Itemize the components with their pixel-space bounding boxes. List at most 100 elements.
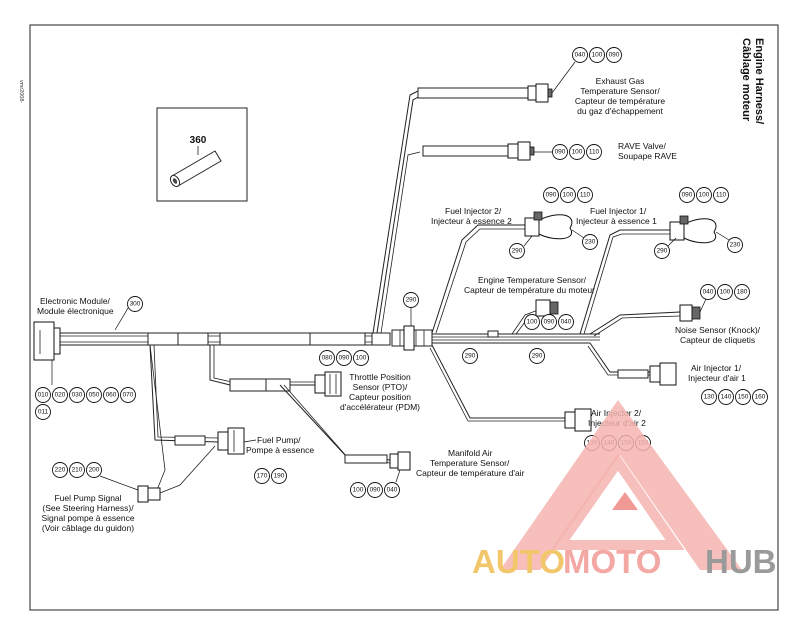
svg-text:(See Steering Harness)/: (See Steering Harness)/ <box>42 503 134 513</box>
svg-text:Injecteur d'air 1: Injecteur d'air 1 <box>688 373 746 383</box>
svg-text:230: 230 <box>585 239 596 246</box>
svg-text:040: 040 <box>703 289 714 296</box>
svg-text:090: 090 <box>544 319 555 326</box>
svg-text:110: 110 <box>589 149 600 156</box>
svg-text:Fuel Pump Signal: Fuel Pump Signal <box>54 493 121 503</box>
svg-text:Noise Sensor (Knock)/: Noise Sensor (Knock)/ <box>675 325 761 335</box>
svg-text:180: 180 <box>737 289 748 296</box>
svg-text:040: 040 <box>387 487 398 494</box>
svg-text:(Voir câblage du guidon): (Voir câblage du guidon) <box>42 523 134 533</box>
svg-text:210: 210 <box>72 467 83 474</box>
svg-text:230: 230 <box>730 242 741 249</box>
svg-text:Engine Temperature Sensor/: Engine Temperature Sensor/ <box>478 275 587 285</box>
exhaust-pins: 040 100 090 <box>572 47 622 63</box>
svg-text:011: 011 <box>38 409 49 416</box>
air-injector-2-connector <box>564 408 592 432</box>
svg-text:090: 090 <box>682 192 693 199</box>
watermark-text: AUTO MOTO HUB <box>472 543 777 580</box>
svg-text:090: 090 <box>609 52 620 59</box>
rave-connector <box>507 141 535 161</box>
svg-text:030: 030 <box>72 392 83 399</box>
svg-text:100: 100 <box>699 192 710 199</box>
svg-text:010: 010 <box>38 392 49 399</box>
air-injector-1-pins: 130 140 150 160 <box>701 389 768 405</box>
svg-text:090: 090 <box>339 355 350 362</box>
svg-text:110: 110 <box>716 192 727 199</box>
svg-text:200: 200 <box>89 467 100 474</box>
svg-text:290: 290 <box>465 353 476 360</box>
svg-text:070: 070 <box>123 392 134 399</box>
engine-temp-connector <box>535 299 559 317</box>
svg-text:100: 100 <box>353 487 364 494</box>
rave-pins: 090 100 110 <box>534 144 602 160</box>
svg-text:040: 040 <box>561 319 572 326</box>
svg-text:MOTO: MOTO <box>563 543 661 580</box>
svg-text:Exhaust Gas: Exhaust Gas <box>596 76 645 86</box>
diagram-title: Engine Harness/ Câblage moteur <box>740 38 765 124</box>
svg-text:Throttle Position: Throttle Position <box>349 372 411 382</box>
air-injector-1-connector <box>649 362 677 386</box>
svg-text:090: 090 <box>370 487 381 494</box>
fuel-injector-1-label: Fuel Injector 1/ Injecteur à essence 1 <box>576 206 657 226</box>
svg-text:du gaz d'échappement: du gaz d'échappement <box>577 106 663 116</box>
svg-text:Air Injector 1/: Air Injector 1/ <box>691 363 742 373</box>
fps-label: Fuel Pump Signal (See Steering Harness)/… <box>41 493 134 533</box>
svg-text:100: 100 <box>572 149 583 156</box>
svg-text:090: 090 <box>546 192 557 199</box>
svg-text:100: 100 <box>563 192 574 199</box>
fuel-pump-connector <box>217 427 245 455</box>
svg-text:170: 170 <box>257 473 268 480</box>
svg-text:Temperature Sensor/: Temperature Sensor/ <box>430 458 510 468</box>
engine-temp-pins: 100 090 040 <box>524 314 574 330</box>
svg-text:140: 140 <box>721 394 732 401</box>
knock-sensor-label: Noise Sensor (Knock)/ Capteur de cliquet… <box>675 325 761 345</box>
svg-text:Sensor (PTO)/: Sensor (PTO)/ <box>353 382 408 392</box>
mat-pins: 100 090 040 <box>350 469 401 498</box>
svg-text:Câblage moteur: Câblage moteur <box>740 38 752 122</box>
svg-text:020: 020 <box>55 392 66 399</box>
air-injector-1-label: Air Injector 1/ Injecteur d'air 1 <box>688 363 746 383</box>
svg-text:290: 290 <box>406 297 417 304</box>
svg-text:Electronic Module/: Electronic Module/ <box>40 296 111 306</box>
ground-290-b: 290 <box>529 348 545 364</box>
svg-text:100: 100 <box>356 355 367 362</box>
svg-text:HUB: HUB <box>705 543 777 580</box>
svg-text:110: 110 <box>580 192 591 199</box>
svg-text:Temperature Sensor/: Temperature Sensor/ <box>580 86 660 96</box>
svg-text:150: 150 <box>738 394 749 401</box>
inset-label: 360 <box>190 135 207 146</box>
ecm-label: Electronic Module/ Module électronique <box>37 296 114 316</box>
fps-pins: 220 210 200 <box>52 462 139 491</box>
svg-text:290: 290 <box>512 248 523 255</box>
svg-text:d'accélérateur (PDM): d'accélérateur (PDM) <box>340 402 420 412</box>
svg-text:300: 300 <box>130 301 141 308</box>
svg-text:AUTO: AUTO <box>472 543 565 580</box>
tps-connector <box>314 371 342 397</box>
ground-290-a: 290 <box>462 348 478 364</box>
svg-text:190: 190 <box>274 473 285 480</box>
knock-connector <box>679 304 701 322</box>
fps-connector <box>137 485 161 503</box>
splice-290: 290 <box>403 292 419 326</box>
fuel-injector-1-pins: 090 100 110 290 230 <box>654 187 743 259</box>
svg-text:Engine Harness/: Engine Harness/ <box>753 38 765 124</box>
rave-valve-label: RAVE Valve/ Soupape RAVE <box>618 141 677 161</box>
svg-text:Capteur de cliquetis: Capteur de cliquetis <box>680 335 755 345</box>
svg-text:RAVE Valve/: RAVE Valve/ <box>618 141 667 151</box>
doc-id: vmr2008- <box>18 80 24 103</box>
svg-text:Injecteur à essence 1: Injecteur à essence 1 <box>576 216 657 226</box>
svg-text:130: 130 <box>704 394 715 401</box>
exhaust-connector <box>527 83 553 103</box>
svg-text:290: 290 <box>657 248 668 255</box>
exhaust-sensor-label: Exhaust Gas Temperature Sensor/ Capteur … <box>551 61 666 116</box>
svg-text:Fuel Pump/: Fuel Pump/ <box>257 435 301 445</box>
svg-text:090: 090 <box>555 149 566 156</box>
svg-text:100: 100 <box>720 289 731 296</box>
harness <box>59 87 681 496</box>
svg-text:Soupape RAVE: Soupape RAVE <box>618 151 677 161</box>
svg-text:Capteur de température: Capteur de température <box>575 96 666 106</box>
knock-pins: 040 100 180 <box>699 284 750 313</box>
tps-label: Throttle Position Sensor (PTO)/ Capteur … <box>340 372 420 412</box>
mat-label: Manifold Air Temperature Sensor/ Capteur… <box>416 448 525 478</box>
splice-connector <box>403 325 415 351</box>
